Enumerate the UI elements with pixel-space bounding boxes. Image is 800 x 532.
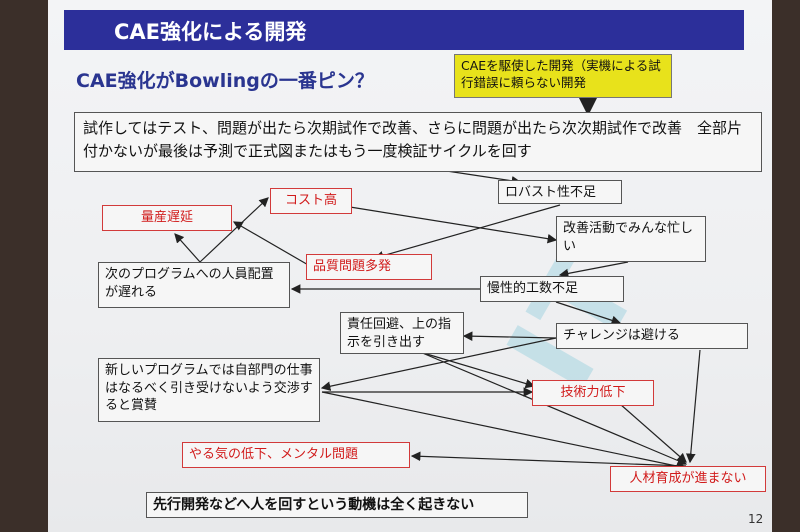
chronic-shortage-box: 慢性的工数不足: [480, 276, 624, 302]
arrow-robust-quality: [373, 204, 561, 261]
motivation-decline-box: やる気の低下、メンタル問題: [182, 442, 410, 468]
bottom-statement-box: 先行開発などへ人を回すという動機は全く起きない: [146, 492, 528, 518]
avoid-challenge-box: チャレンジは避ける: [556, 323, 748, 349]
arrow-tech-talent: [619, 403, 687, 463]
quality-issues-box: 品質問題多発: [306, 254, 432, 280]
robust-box: ロバスト性不足: [498, 180, 622, 204]
title-bar: [64, 10, 744, 50]
page-number: 12: [748, 512, 764, 526]
arrow-newprog-talent: [321, 391, 688, 471]
arrow-kaizen-chronic: [558, 261, 629, 279]
arrow-talent-motivation: [410, 451, 687, 467]
avoid-responsibility-box: 責任回避、上の指示を引き出す: [340, 312, 464, 354]
arrow-avoid-talent: [419, 351, 688, 466]
new-program-box: 新しいプログラムでは自部門の仕事はなるべく引き受けないよう交渉すると賞賛: [98, 358, 320, 422]
arrow-staffing-mass: [174, 233, 201, 263]
arrow-quality-mass: [232, 221, 311, 267]
arrow-challenge-avoid: [462, 331, 557, 341]
arrow-challenge-talent: [685, 349, 701, 464]
slide-title: CAE強化による開発: [114, 20, 307, 44]
arrow-avoid-tech: [419, 351, 536, 389]
tech-decline-box: 技術力低下: [532, 380, 654, 406]
cae-box: CAEを駆使した開発（実機による試行錯誤に頼らない開発: [454, 54, 672, 98]
staffing-delay-box: 次のプログラムへの人員配置が遅れる: [98, 262, 290, 308]
high-cost-box: コスト高: [270, 188, 352, 214]
mass-production-delay-box: 量産遅延: [102, 205, 232, 231]
talent-development-box: 人材育成が進まない: [610, 466, 766, 492]
arrow-chronic-challenge: [555, 301, 622, 325]
main-process-box: 試作してはテスト、問題が出たら次期試作で改善、さらに問題が出たら次次期試作で改善…: [74, 112, 762, 172]
arrow-challenge-newprog: [320, 337, 557, 391]
kaizen-busy-box: 改善活動でみんな忙しい: [556, 216, 706, 262]
slide-subtitle: CAE強化がBowlingの一番ピン？: [76, 70, 374, 92]
arrow-cost-kaizen: [349, 206, 558, 244]
